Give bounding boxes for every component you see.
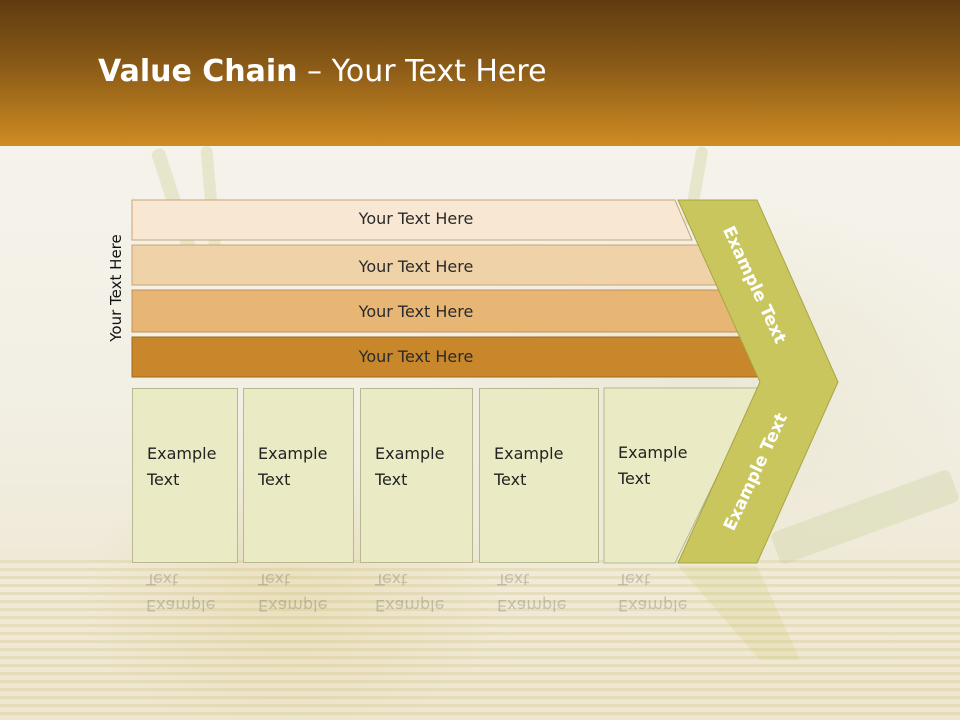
chevron-shape xyxy=(677,199,839,564)
header-bar xyxy=(0,0,960,146)
box-1-label: Example Text xyxy=(147,444,217,489)
box-2-label: Example Text xyxy=(258,444,328,489)
activity-box-label: Example Text xyxy=(375,441,475,493)
box-5-reflection-text: Example Text xyxy=(618,570,688,615)
activity-box-1: Example Text xyxy=(132,388,238,563)
band-label-2: Your Text Here xyxy=(358,257,474,276)
box-5-reflection: Example Text xyxy=(618,566,687,618)
title-rest: – Your Text Here xyxy=(297,54,547,89)
activity-box-2: Example Text xyxy=(243,388,354,563)
activity-box-label: Example Text xyxy=(258,441,358,493)
box-4-label: Example Text xyxy=(494,444,564,489)
bamboo-mat xyxy=(0,560,960,720)
band-label-4: Your Text Here xyxy=(358,347,474,366)
box-3-reflection: Example Text xyxy=(375,566,444,618)
band-label-1: Your Text Here xyxy=(358,209,474,228)
band-label-3: Your Text Here xyxy=(358,302,474,321)
activity-box-3: Example Text xyxy=(360,388,473,563)
box-1-reflection-text: Example Text xyxy=(146,570,216,615)
box-3-reflection-text: Example Text xyxy=(375,570,445,615)
activity-box-label: Example Text xyxy=(147,441,247,493)
activity-box-4: Example Text xyxy=(479,388,599,563)
box-2-reflection: Example Text xyxy=(258,566,327,618)
side-label: Your Text Here xyxy=(107,234,125,342)
activity-box-label: Example Text xyxy=(618,440,718,492)
activity-box-label: Example Text xyxy=(494,441,594,493)
band-1-shape xyxy=(131,199,693,241)
box-5-shape xyxy=(603,387,761,564)
page-title: Value Chain – Your Text Here xyxy=(98,54,547,89)
box-3-label: Example Text xyxy=(375,444,445,489)
box-1-reflection: Example Text xyxy=(146,566,215,618)
title-bold: Value Chain xyxy=(98,54,298,89)
box-4-reflection-text: Example Text xyxy=(497,570,567,615)
activity-box-5: Example Text xyxy=(604,388,694,563)
box-2-reflection-text: Example Text xyxy=(258,570,328,615)
box-5-label: Example Text xyxy=(618,443,688,488)
box-4-reflection: Example Text xyxy=(497,566,566,618)
chevron-reflection xyxy=(678,566,800,660)
